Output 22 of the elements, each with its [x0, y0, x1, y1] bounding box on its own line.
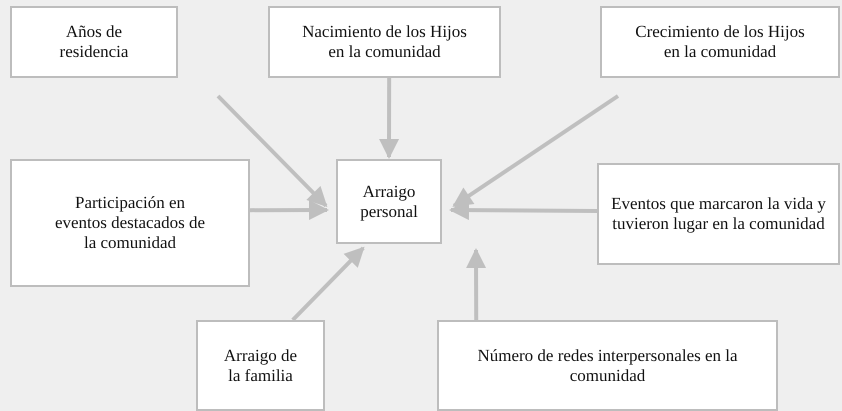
process-box	[336, 159, 442, 244]
arrow	[466, 248, 486, 320]
node-label: Eventos que marcaron la vida y tuvieron lugar en la comunidad	[611, 194, 826, 234]
process-box	[10, 6, 178, 78]
process-box	[10, 159, 250, 287]
arrow	[250, 200, 329, 220]
process-box	[268, 6, 501, 78]
process-box	[196, 320, 325, 411]
process-box	[600, 6, 840, 78]
process-box	[437, 320, 778, 411]
node-label: Crecimiento de los Hijos en la comunidad	[634, 22, 806, 62]
node-label: Participación en eventos destacados de la comunidad	[54, 193, 206, 253]
node-label: Nacimiento de los Hijos en la comunidad	[301, 22, 468, 62]
arrow	[452, 94, 620, 208]
arrow	[291, 246, 365, 322]
node-label: Arraigo personal	[359, 182, 419, 222]
node-label: Años de residencia	[58, 22, 130, 62]
arrow	[379, 78, 400, 159]
arrow	[216, 94, 328, 208]
node-label: Número de redes interpersonales en la comunidad	[476, 346, 739, 386]
process-box	[597, 163, 840, 265]
node-label: Arraigo de la familia	[222, 346, 298, 386]
